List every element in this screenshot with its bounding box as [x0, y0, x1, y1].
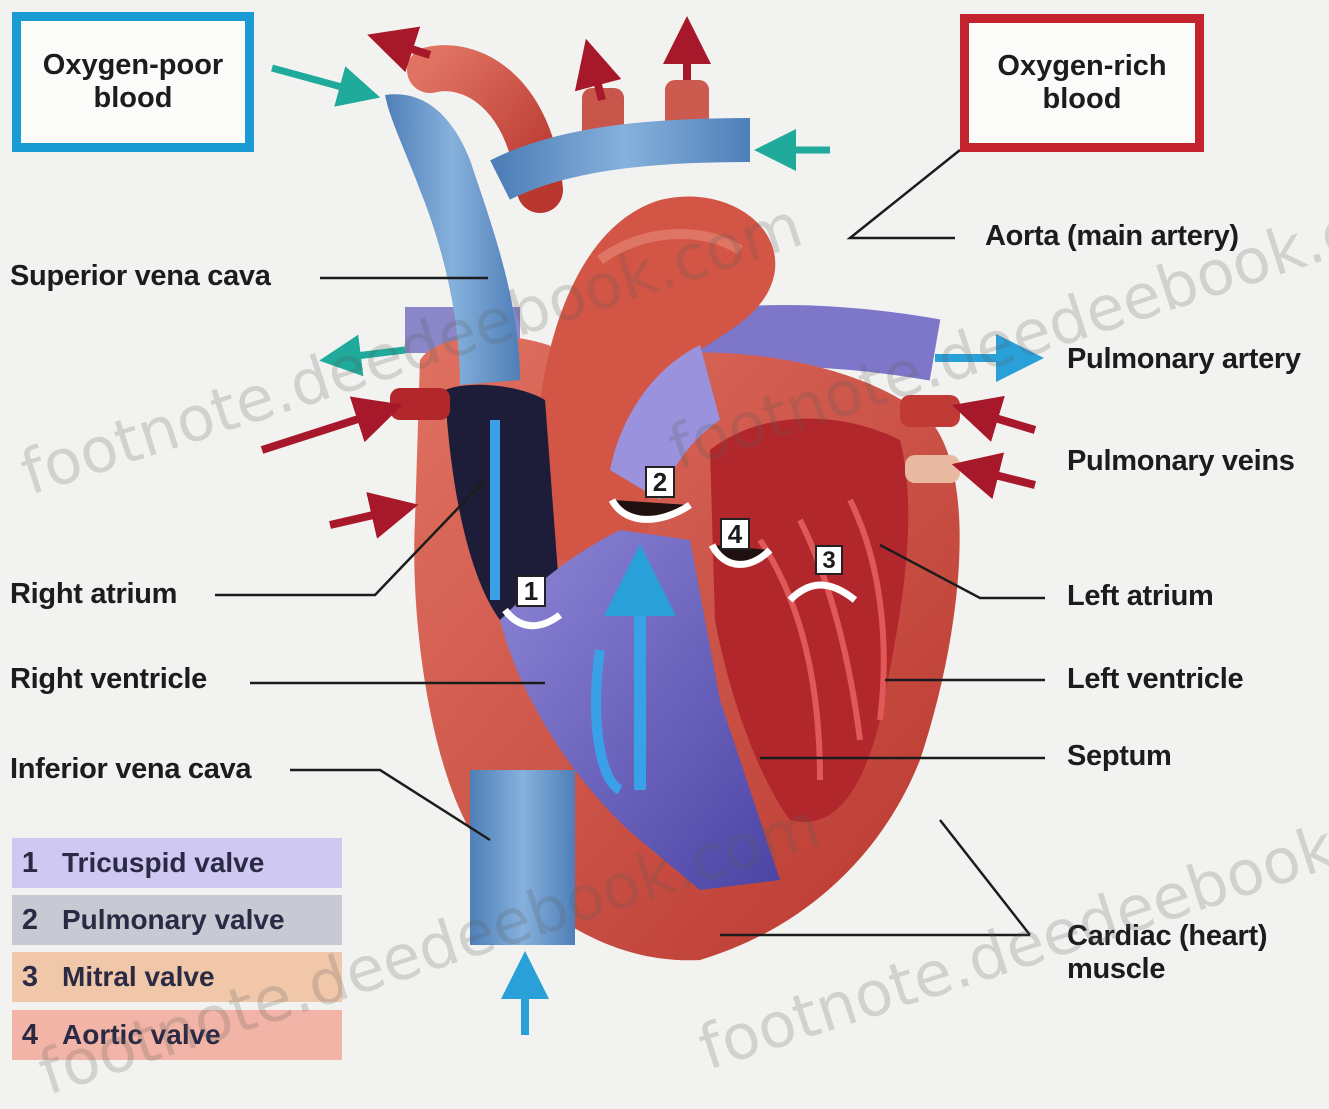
valve-marker-1: 1 [516, 575, 546, 607]
oxygen-poor-line-1: Oxygen-poor [43, 49, 223, 82]
label-superior-vena-cava: Superior vena cava [10, 260, 271, 293]
label-left-atrium: Left atrium [1067, 580, 1214, 613]
legend-number: 2 [12, 904, 48, 937]
valve-marker-3: 3 [815, 545, 843, 575]
legend-row: 2 Pulmonary valve [12, 895, 342, 945]
oxygen-poor-line-2: blood [43, 82, 223, 115]
label-septum: Septum [1067, 740, 1172, 773]
arrow-into-svc [272, 68, 360, 92]
label-left-ventricle: Left ventricle [1067, 663, 1243, 696]
legend-name: Pulmonary valve [62, 904, 285, 936]
label-right-ventricle: Right ventricle [10, 663, 207, 696]
arrow-into-la-1 [975, 412, 1035, 430]
oxygen-rich-line-1: Oxygen-rich [997, 50, 1166, 83]
oxygen-poor-blood-box: Oxygen-poor blood [12, 12, 254, 152]
label-pulmonary-veins: Pulmonary veins [1067, 445, 1295, 478]
legend-number: 3 [12, 961, 48, 994]
valve-marker-4: 4 [720, 518, 750, 550]
legend-row: 1 Tricuspid valve [12, 838, 342, 888]
arrow-into-la-2 [975, 470, 1035, 485]
valve-marker-2: 2 [645, 466, 675, 498]
label-inferior-vena-cava: Inferior vena cava [10, 753, 251, 786]
pulmonary-vein-stub [905, 455, 960, 483]
oxygen-rich-line-2: blood [997, 83, 1166, 116]
arrow-into-ra-2 [330, 510, 395, 525]
legend-name: Tricuspid valve [62, 847, 264, 879]
oxygen-rich-blood-box: Oxygen-rich blood [960, 14, 1204, 152]
legend-number: 1 [12, 847, 48, 880]
pulmonary-vein-stub [390, 388, 450, 420]
label-right-atrium: Right atrium [10, 578, 177, 611]
